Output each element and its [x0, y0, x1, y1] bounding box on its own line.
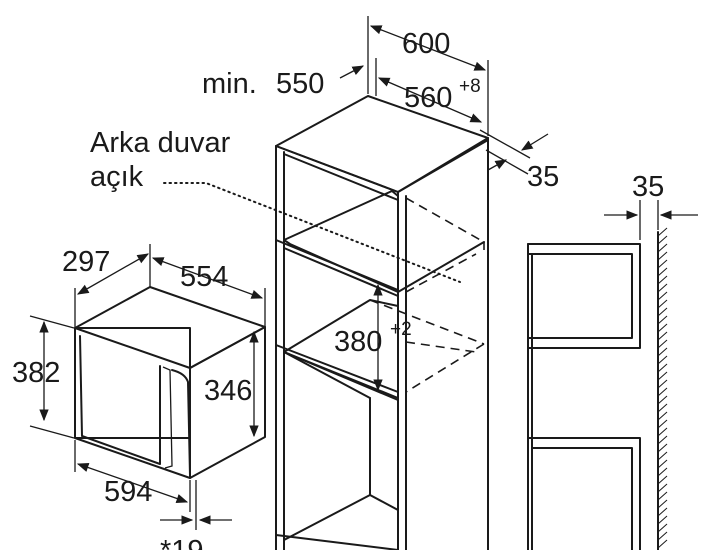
wall-hatch-stroke [657, 307, 668, 317]
wall-hatch-stroke [657, 315, 668, 325]
dim-35-cabinet: 35 [527, 161, 559, 193]
wall-hatch-stroke [657, 259, 668, 269]
dim-cabinet-min-depth: min. 550 [202, 65, 365, 100]
dim-appliance-inner-height: 346 [204, 330, 259, 438]
dim-35-side: 35 [632, 171, 664, 203]
wall-hatch-stroke [657, 451, 668, 461]
wall-hatch-stroke [657, 491, 668, 501]
dim-380-tolerance: +2 [390, 319, 412, 340]
wall-hatch-stroke [657, 435, 668, 445]
dim-594: 594 [104, 476, 152, 508]
wall-hatch-stroke [657, 427, 668, 437]
dim-297: 297 [62, 246, 110, 278]
wall-hatch-stroke [657, 443, 668, 453]
wall-hatch-stroke [657, 339, 668, 349]
wall-hatch-stroke [657, 499, 668, 509]
dim-600: 600 [402, 28, 450, 60]
wall-hatch-stroke [657, 323, 668, 333]
wall-hatch-stroke [657, 395, 668, 405]
wall-hatching [657, 227, 668, 549]
wall-hatch-stroke [657, 403, 668, 413]
dim-380: 380 [334, 326, 382, 358]
wall-hatch-stroke [657, 515, 668, 525]
back-wall-line1: Arka duvar [90, 127, 231, 159]
cabinet-drawing [275, 95, 489, 550]
wall-hatch-stroke [657, 251, 668, 261]
wall-hatch-stroke [657, 331, 668, 341]
wall-hatch-stroke [657, 299, 668, 309]
min-prefix: min. [202, 68, 257, 100]
dim-560-tolerance: +8 [459, 76, 481, 97]
side-view-drawing [527, 227, 668, 550]
wall-hatch-stroke [657, 275, 668, 285]
wall-hatch-stroke [657, 347, 668, 357]
dim-19-note: *19 [160, 535, 204, 550]
dim-550: 550 [276, 68, 324, 100]
wall-hatch-stroke [657, 459, 668, 469]
wall-hatch-stroke [657, 419, 668, 429]
wall-hatch-stroke [657, 531, 668, 541]
wall-hatch-stroke [657, 243, 668, 253]
wall-hatch-stroke [657, 371, 668, 381]
dim-appliance-width: 594 [74, 440, 191, 512]
dim-appliance-inner-depth: 554 [151, 257, 266, 327]
wall-hatch-stroke [657, 475, 668, 485]
wall-hatch-stroke [657, 291, 668, 301]
dim-niche-height: 380 +2 [334, 283, 412, 392]
dim-382: 382 [12, 357, 60, 389]
dim-appliance-note: *19 [160, 480, 232, 550]
wall-hatch-stroke [657, 235, 668, 245]
dim-appliance-depth: 297 [62, 244, 151, 328]
dim-appliance-height: 382 [12, 315, 75, 439]
dim-niche-depth: 560 +8 [375, 58, 483, 123]
dim-side-gap: 35 [604, 171, 698, 240]
wall-hatch-stroke [657, 523, 668, 533]
wall-hatch-stroke [657, 467, 668, 477]
wall-hatch-stroke [657, 411, 668, 421]
wall-hatch-stroke [657, 283, 668, 293]
wall-hatch-stroke [657, 379, 668, 389]
dim-cabinet-offset: 35 [479, 129, 559, 193]
wall-hatch-stroke [657, 539, 668, 549]
wall-hatch-stroke [657, 387, 668, 397]
dim-cabinet-depth: 600 [367, 16, 489, 136]
wall-hatch-stroke [657, 483, 668, 493]
back-wall-open-label: Arka duvar açık [90, 127, 461, 283]
dim-560: 560 [404, 82, 452, 114]
wall-hatch-stroke [657, 267, 668, 277]
wall-hatch-stroke [657, 363, 668, 373]
dim-554: 554 [180, 261, 228, 293]
wall-hatch-stroke [657, 355, 668, 365]
dim-346: 346 [204, 375, 252, 407]
wall-hatch-stroke [657, 227, 668, 237]
back-wall-line2: açık [90, 161, 144, 193]
wall-hatch-stroke [657, 507, 668, 517]
